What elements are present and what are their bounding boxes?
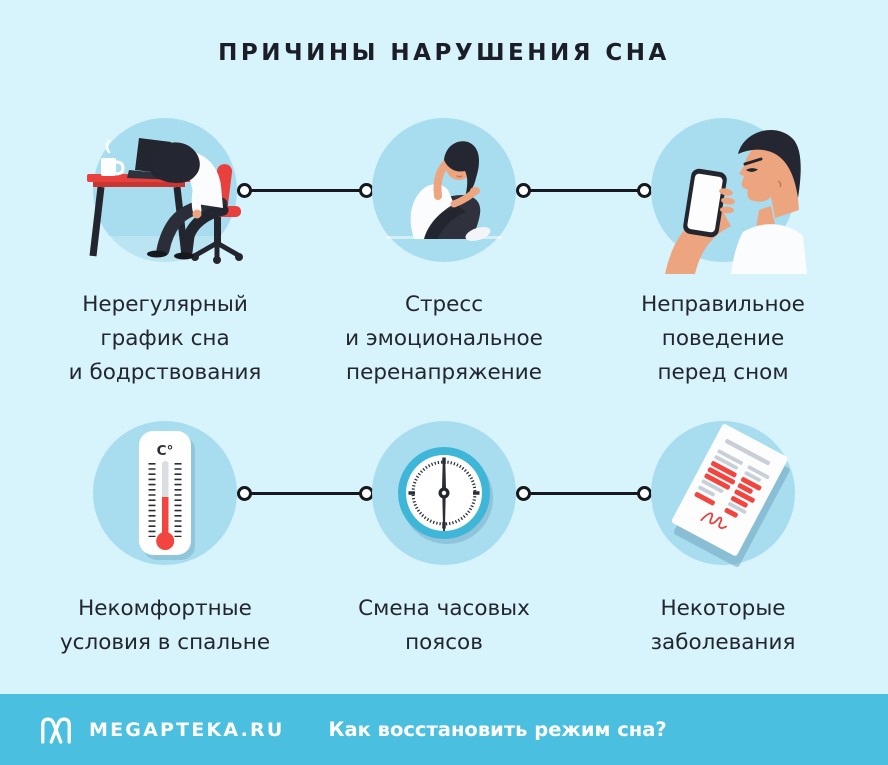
connector-line (523, 188, 644, 192)
footer-bar: MEGAPTEKA.RU Как восстановить режим сна? (0, 694, 888, 765)
label-line: график сна (100, 326, 230, 351)
connector-line (244, 491, 366, 495)
cause-label-bedroom-conditions: Некомфортные условия в спальне (15, 592, 315, 660)
cause-label-stress: Стресс и эмоциональное перенапряжение (294, 288, 594, 390)
connector-ring (636, 485, 652, 501)
label-line: Смена часовых (358, 596, 530, 621)
person-slumped-at-desk-icon (87, 138, 243, 264)
footer-brand: MEGAPTEKA.RU (89, 718, 285, 741)
medical-document-icon (671, 424, 790, 567)
cause-circle-stress (372, 118, 516, 262)
connector-ring (515, 182, 531, 198)
label-line: поведение (661, 326, 785, 351)
cause-label-phone-before-sleep: Неправильное поведение перед сном (573, 288, 873, 390)
connector-ring (636, 182, 652, 198)
footer-question: Как восстановить режим сна? (328, 718, 667, 741)
label-line: Стресс (404, 292, 484, 317)
clock-icon (398, 447, 493, 544)
connector-ring (236, 182, 252, 198)
label-line: перед сном (657, 360, 789, 385)
thermometer-icon: C° (139, 431, 195, 560)
stressed-person-sitting-icon (386, 141, 502, 241)
cause-label-irregular-schedule: Нерегулярный график сна и бодрствования (15, 288, 315, 390)
thermometer-unit-label: C° (157, 443, 174, 459)
megapteka-logo-icon (41, 717, 71, 744)
connector-line (523, 491, 644, 495)
page-title: ПРИЧИНЫ НАРУШЕНИЯ СНА (218, 40, 670, 66)
label-line: перенапряжение (346, 360, 542, 385)
connector-ring (515, 485, 531, 501)
label-line: заболевания (650, 630, 796, 655)
cause-circle-timezone-change (372, 421, 516, 565)
label-line: Некомфортные (78, 596, 252, 621)
cause-circle-diseases (651, 421, 795, 567)
person-looking-at-phone-icon (665, 129, 807, 274)
cause-circle-irregular-schedule (87, 118, 243, 264)
label-line: и бодрствования (68, 360, 262, 385)
cause-label-diseases: Некоторые заболевания (573, 592, 873, 660)
connector-ring (236, 485, 252, 501)
label-line: Нерегулярный (82, 292, 248, 317)
cause-circle-phone-before-sleep (651, 118, 807, 274)
label-line: Неправильное (641, 292, 805, 317)
label-line: поясов (405, 630, 483, 655)
label-line: Некоторые (660, 596, 786, 621)
cause-circle-bedroom-conditions: C° (93, 421, 237, 565)
connector-line (244, 188, 366, 192)
label-line: условия в спальне (59, 630, 271, 655)
label-line: и эмоциональное (345, 326, 543, 351)
cause-label-timezone-change: Смена часовых поясов (294, 592, 594, 660)
